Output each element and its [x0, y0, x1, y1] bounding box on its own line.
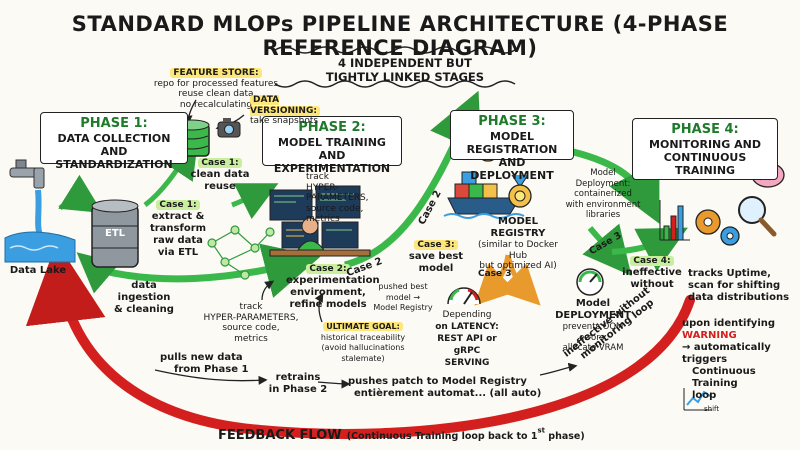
phase-2-tag: PHASE 2: [298, 120, 366, 135]
container-ship-icon [443, 171, 525, 219]
case-4-note: Case 4: ineffective without [622, 256, 682, 290]
magnifier-icon [738, 196, 777, 237]
pointer-loop-1 [154, 369, 268, 385]
pointer-track-bottom [261, 280, 275, 301]
camera-icon [217, 118, 241, 138]
feature-store-note: FEATURE STORE: repo for processed featur… [153, 68, 279, 110]
flow-arrow-p3-p4 [564, 146, 660, 224]
banner-wave-top [274, 46, 516, 54]
warning-text: WARNING [682, 330, 737, 341]
data-versioning-note: DATA VERSIONING: take snapshots [250, 95, 320, 126]
etl-barrel-icon [91, 199, 139, 268]
bar-chart-icon [659, 200, 690, 241]
split-arrow-right [498, 254, 541, 306]
pointer-loop-3 [539, 362, 578, 376]
feedback-flow-caption: FEEDBACK FLOW (Continuous Training loop … [218, 426, 585, 443]
ingestion-note: data ingestion & cleaning [114, 280, 174, 315]
page-title: STANDARD MLOPs PIPELINE ARCHITECTURE (4-… [71, 12, 729, 60]
stages-banner: 4 INDEPENDENT BUT TIGHTLY LINKED STAGES [325, 56, 485, 84]
water-stream [35, 189, 43, 237]
etl-label: ETL [104, 228, 126, 239]
flow-arrow-p1-p2 [99, 243, 321, 298]
case-1-etl: Case 1: extract & transform raw data via… [149, 200, 207, 258]
loop-note-retrains: retrains in Phase 2 [268, 372, 328, 395]
gears-icon [695, 209, 740, 246]
phase-1-tag: PHASE 1: [80, 116, 148, 131]
phase-1-box: PHASE 1: DATA COLLECTION AND STANDARDIZA… [40, 112, 188, 171]
case-2-note: Case 2: experimentation environment, ref… [286, 264, 380, 310]
model-deployment-note: Model DEPLOYMENT prevents OOM errors, al… [555, 298, 631, 353]
warning-note: upon identifying WARNING → automatically… [682, 318, 798, 402]
gauge-icon [447, 287, 481, 305]
deployment-containerized-note: Model Deployment: containerized with env… [565, 168, 641, 220]
track-params-top: track HYPER- PARAMETERS, source code, me… [306, 172, 369, 224]
latency-note: Depending on LATENCY: REST API or gRPC S… [435, 310, 499, 368]
pushed-best-note: pushed best model → Model Registry [373, 282, 433, 312]
data-lake-label: Data Lake [9, 265, 67, 276]
flow-arrow-registry-deploy [582, 223, 632, 276]
uptime-note: tracks Uptime, scan for shifting data di… [688, 268, 790, 303]
case-3-save-model: Case 3: save best model [408, 240, 464, 274]
feedback-loop-arrow [25, 242, 695, 439]
case-3-small-label: Case 3 [478, 269, 512, 279]
medal-icon [508, 174, 532, 208]
flow-arrow-case1-train [231, 183, 279, 220]
workstation-icon [269, 185, 371, 257]
banner-wave-bottom [274, 80, 516, 88]
network-nodes-icon [207, 225, 275, 280]
phase-4-tag: PHASE 4: [671, 122, 739, 137]
pointer-loop-2 [317, 379, 351, 389]
flow-arrow-lake-etl [58, 174, 103, 213]
loop-note-pushes: pushes patch to Model Registry entièreme… [348, 376, 542, 399]
track-params-bottom: track HYPER-PARAMETERS, source code, met… [203, 302, 299, 344]
phase-3-box: PHASE 3: MODEL REGISTRATION AND DEPLOYME… [450, 110, 574, 182]
phase-3-tag: PHASE 3: [478, 114, 546, 129]
pointer-ultimate [314, 292, 324, 323]
case-1-clean-reuse: Case 1: clean data reuse [190, 158, 250, 192]
shift-chart-icon [683, 388, 712, 411]
shift-label: shift [704, 405, 720, 413]
model-registry-label: MODEL REGISTRY (similar to Docker Hub bu… [478, 216, 558, 271]
data-lake-water [4, 231, 76, 263]
ultimate-goal-note: ULTIMATE GOAL: historical traceability (… [320, 322, 406, 363]
faucet-icon [9, 159, 45, 189]
loop-note-pulls: pulls new data from Phase 1 [160, 352, 249, 375]
phase-2-box: PHASE 2: MODEL TRAINING AND EXPERIMENTAT… [262, 116, 402, 175]
deployment-gauge-icon [576, 268, 604, 296]
phase-4-box: PHASE 4: MONITORING AND CONTINUOUS TRAIN… [632, 118, 778, 180]
